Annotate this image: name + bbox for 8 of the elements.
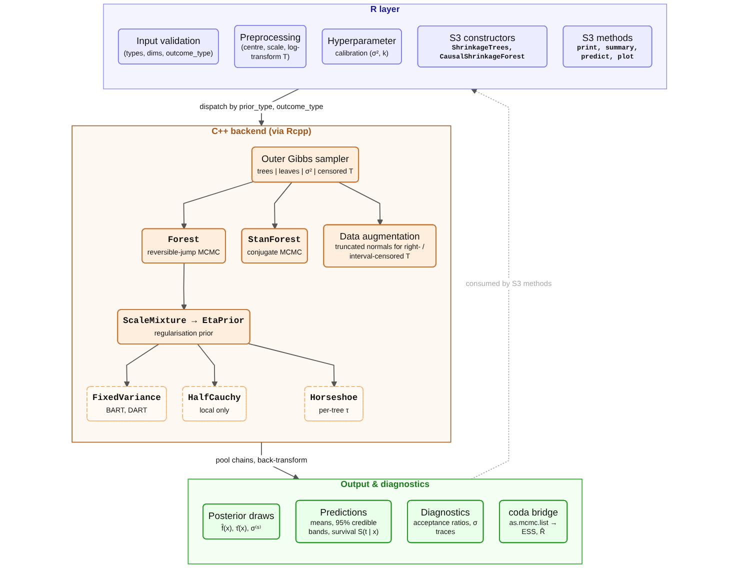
arrow: [180, 262, 187, 310]
arrow: [271, 182, 292, 230]
arrow: [338, 182, 383, 226]
arrow: [124, 344, 159, 388]
arrow: [180, 181, 254, 230]
arrow: [196, 344, 218, 388]
arrow: [470, 88, 509, 480]
arrow: [248, 343, 337, 388]
